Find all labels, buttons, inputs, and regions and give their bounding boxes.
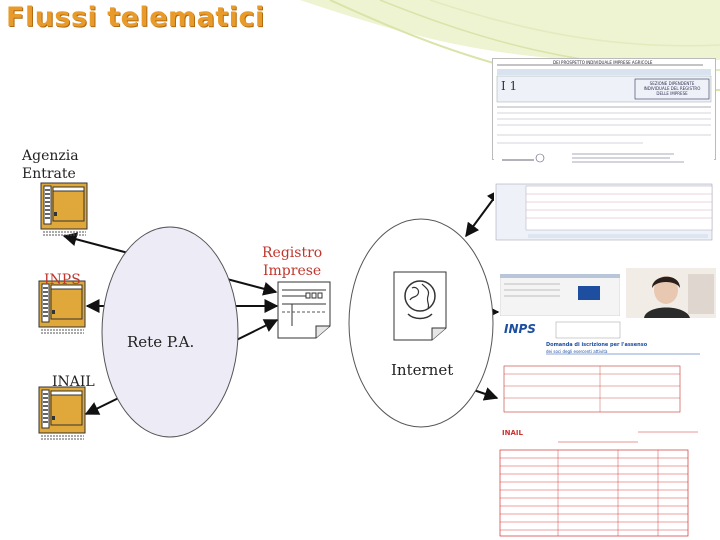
- rete-pa-ellipse: [101, 226, 239, 438]
- server-icon: [40, 182, 88, 236]
- registro-imprese-form: DEI PROSPETTO INDIVIDUALE IMPRESE AGRICO…: [492, 58, 716, 160]
- operator-photo: [626, 268, 716, 318]
- page-title: Flussi telematici: [6, 2, 265, 33]
- globe-document-icon: [393, 271, 447, 341]
- server-icon: [38, 386, 86, 440]
- registry-document-icon: [277, 281, 331, 339]
- inps-logo: INPS: [504, 322, 536, 336]
- label-inail: INAIL: [52, 374, 95, 390]
- label-rete-pa: Rete P.A.: [127, 333, 195, 351]
- label-inps: INPS: [44, 272, 81, 288]
- inps-form-subheading: dei soci degli esercenti attività: [546, 349, 608, 354]
- inps-form-graphic: [500, 318, 718, 414]
- label-registro-imprese: Registro Imprese: [262, 245, 323, 279]
- inps-form-heading: Domanda di iscrizione per l'assenso: [546, 342, 648, 348]
- inail-logo: INAIL: [502, 429, 523, 437]
- label-internet: Internet: [391, 361, 454, 379]
- agenzia-entrate-form: [494, 150, 714, 242]
- label-agenzia-entrate: Agenzia Entrate: [22, 148, 79, 182]
- registro-form-header: DEI PROSPETTO INDIVIDUALE IMPRESE AGRICO…: [553, 60, 653, 65]
- server-icon: [38, 280, 86, 334]
- registro-form-graphic: [493, 59, 715, 159]
- inail-form-graphic: [498, 426, 718, 538]
- inps-form: INPS Domanda di iscrizione per l'assenso…: [500, 318, 718, 414]
- registro-form-code: I 1: [501, 79, 518, 93]
- inail-form: INAIL: [498, 426, 718, 538]
- registro-form-box: SEZIONE DIPENDENTE INDIVIDUALE DEL REGIS…: [643, 81, 701, 96]
- web-portal-screenshot: [500, 274, 620, 316]
